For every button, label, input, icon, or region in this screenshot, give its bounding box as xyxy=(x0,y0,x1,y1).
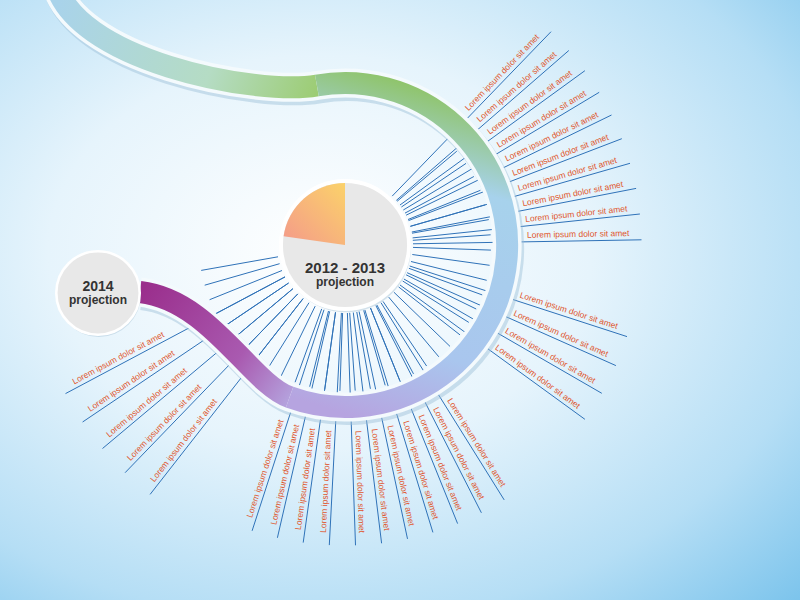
leader-line xyxy=(413,240,642,244)
year-label: 2014 xyxy=(82,278,113,294)
spoke-line xyxy=(310,311,329,387)
leader-line xyxy=(412,188,636,232)
spoke-label: Lorem ipsum dolor sit amet xyxy=(525,204,628,224)
spoke-line xyxy=(205,264,280,286)
leader-line xyxy=(303,312,335,542)
caption-text: projection xyxy=(316,276,374,290)
spoke-line xyxy=(357,312,371,389)
year-label: 2012 - 2013 xyxy=(305,259,385,276)
leader-line xyxy=(353,313,381,544)
spoke-line xyxy=(408,190,480,219)
pie-slice xyxy=(284,183,345,245)
spoke-line xyxy=(413,247,491,250)
circle-outline xyxy=(279,179,411,311)
spoke-label: Lorem ipsum dolor sit amet xyxy=(353,431,366,534)
projection-circle: 2014projection xyxy=(55,250,141,336)
spoke-label: Lorem ipsum dolor sit amet xyxy=(86,349,176,414)
spoke-label: Lorem ipsum dolor sit amet xyxy=(149,397,219,484)
caption-text: projection xyxy=(69,294,127,308)
leader-line xyxy=(347,313,355,545)
spoke-line xyxy=(281,306,315,376)
leader-line xyxy=(359,312,407,539)
ribbon-top xyxy=(55,0,317,87)
ribbon-purple xyxy=(140,292,290,397)
spoke-label: Lorem ipsum dolor sit amet xyxy=(319,430,334,533)
spoke-label: Lorem ipsum dolor sit amet xyxy=(71,330,166,386)
projection-circle: 2012 - 2013projection xyxy=(279,179,411,311)
ribbon-outline xyxy=(55,0,509,410)
spoke-line xyxy=(405,177,474,214)
spoke-line xyxy=(411,262,487,281)
spoke-label: Lorem ipsum dolor sit amet xyxy=(370,428,392,531)
spoke-label: Lorem ipsum dolor sit amet xyxy=(527,229,630,240)
spoke-line xyxy=(377,305,414,374)
spoke-line xyxy=(413,235,491,241)
leader-line xyxy=(329,313,341,545)
spoke-line xyxy=(201,257,278,271)
spoke-line xyxy=(412,255,489,266)
spoke-line xyxy=(406,275,476,309)
